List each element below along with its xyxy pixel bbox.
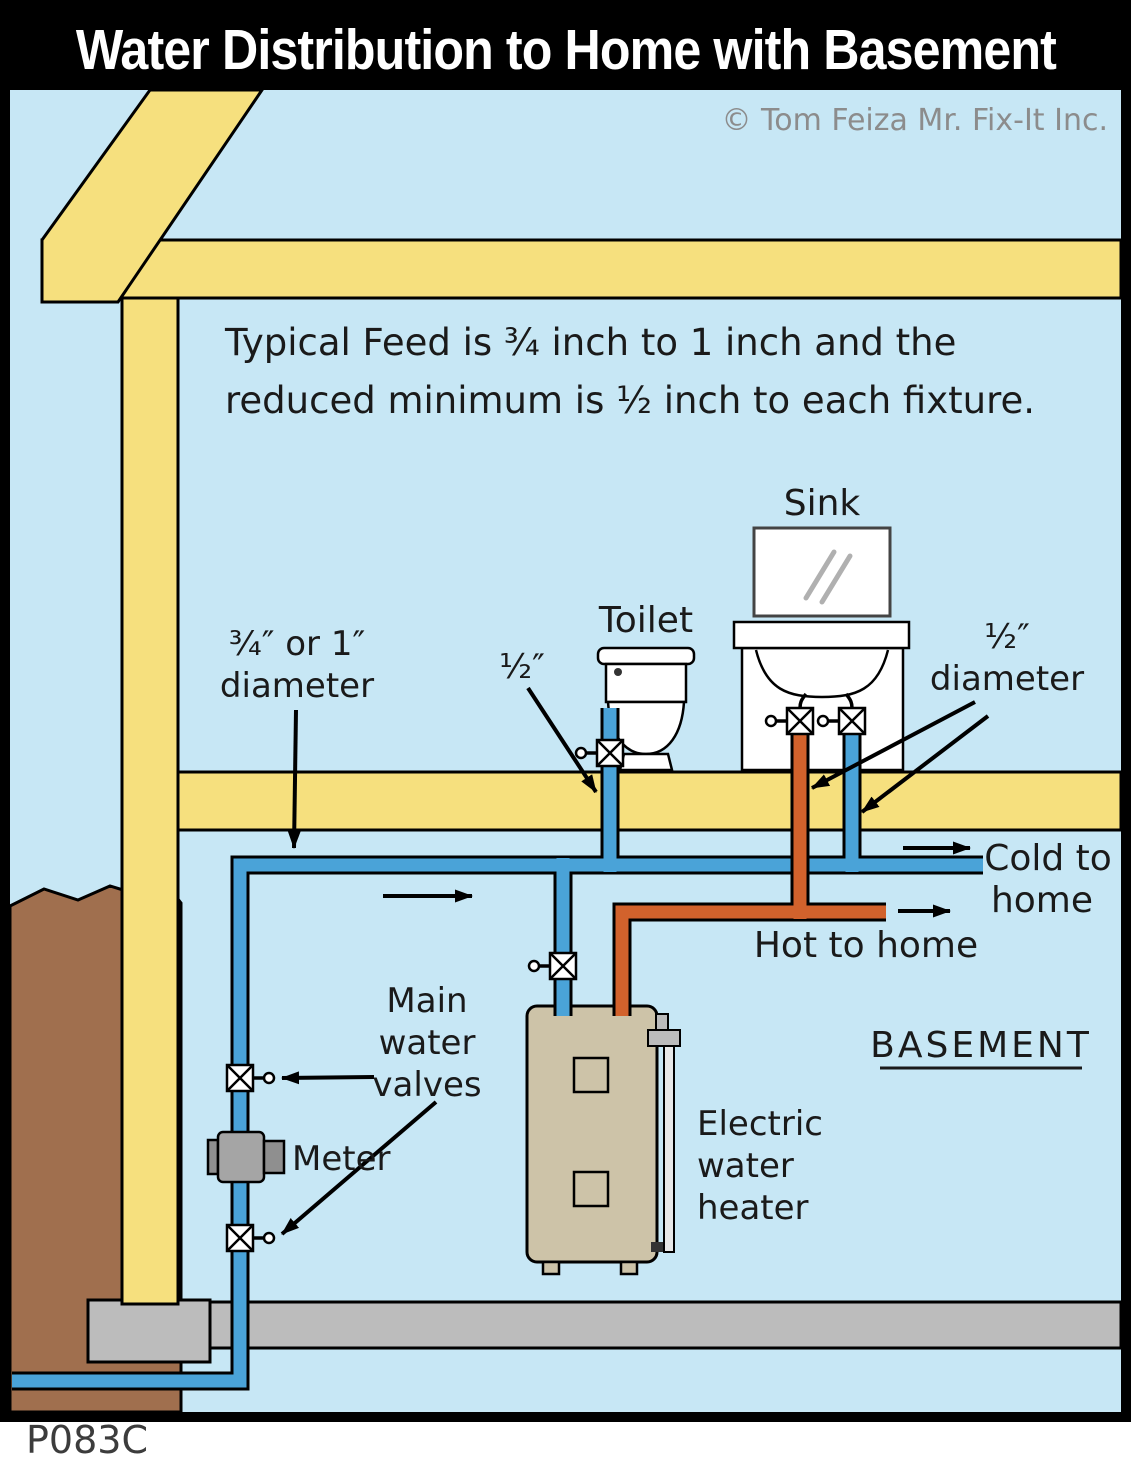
note-line2: reduced minimum is ½ inch to each fixtur… [225, 379, 1035, 422]
main-valve-upper [225, 1063, 276, 1093]
heater-foot-right [619, 1260, 639, 1276]
feed-size-label-line2: diameter [220, 666, 374, 706]
heater-cold-valve [527, 951, 578, 981]
main-valve-lower [225, 1223, 276, 1253]
cold-to-home-label-line1: Cold to [984, 838, 1112, 879]
feed-size-label-line1: ¾″ or 1″ [229, 624, 365, 664]
mirror [752, 526, 892, 618]
heater-label-line1: Electric [697, 1104, 823, 1144]
tpr-discharge-pipe [663, 1045, 675, 1253]
concrete-slab [176, 1300, 1123, 1350]
footing [86, 1298, 212, 1364]
drain-valve-icon [651, 1242, 663, 1252]
basement-label: BASEMENT [870, 1025, 1092, 1066]
title-bar: Water Distribution to Home with Basement [10, 10, 1121, 90]
poster-title: Water Distribution to Home with Basement [75, 18, 1056, 82]
main-valves-label-line1: Main [386, 981, 467, 1021]
heater-label-line3: heater [697, 1188, 809, 1228]
sink-pipe-size-label-line1: ½″ [984, 617, 1030, 657]
main-valves-label-line3: valves [372, 1065, 481, 1105]
sink-label: Sink [784, 483, 861, 524]
sink-basin [754, 649, 890, 699]
flush-handle-icon [614, 668, 622, 676]
toilet-valve [574, 738, 625, 768]
cold-to-home-label-line2: home [991, 880, 1093, 921]
meter-label: Meter [292, 1139, 391, 1179]
main-valve-leader-upper [281, 1071, 375, 1085]
feed-size-leader [287, 709, 301, 849]
toilet-pipe-size-label: ½″ [499, 647, 545, 687]
tpr-valve [655, 1013, 669, 1031]
toilet-label: Toilet [598, 600, 693, 641]
cold-water-pipes [12, 708, 983, 1391]
hot-to-home-label: Hot to home [754, 925, 978, 966]
toilet-size-leader [526, 686, 598, 794]
sink-size-leader-cold [860, 714, 990, 814]
ceiling-beam [40, 238, 1123, 300]
roof-beam [40, 88, 265, 304]
heater-element-panel-lower [572, 1170, 610, 1208]
heater-foot-left [541, 1260, 561, 1276]
floor-beam [120, 770, 1123, 832]
copyright: © Tom Feiza Mr. Fix-It Inc. [721, 103, 1108, 138]
note-line1: Typical Feed is ¾ inch to 1 inch and the [224, 321, 956, 364]
sink [732, 620, 911, 772]
house-framing [40, 88, 1123, 832]
sink-size-leader-hot [811, 700, 976, 790]
arrows [280, 686, 990, 1236]
diagram-code: P083C [26, 1418, 148, 1460]
main-valves-label-line2: water [379, 1023, 476, 1063]
wall-stud [120, 296, 180, 1306]
mirror-glare-icon [803, 549, 837, 601]
hot-water-pipes [612, 712, 886, 1016]
heater-element-panel-upper [572, 1056, 610, 1094]
main-valve-leader-lower [280, 1100, 438, 1236]
water-heater [525, 1004, 681, 1276]
heater-label-line2: water [697, 1146, 794, 1186]
sink-pipe-size-label-line2: diameter [930, 659, 1084, 699]
toilet [596, 646, 696, 772]
water-meter [206, 1130, 286, 1184]
